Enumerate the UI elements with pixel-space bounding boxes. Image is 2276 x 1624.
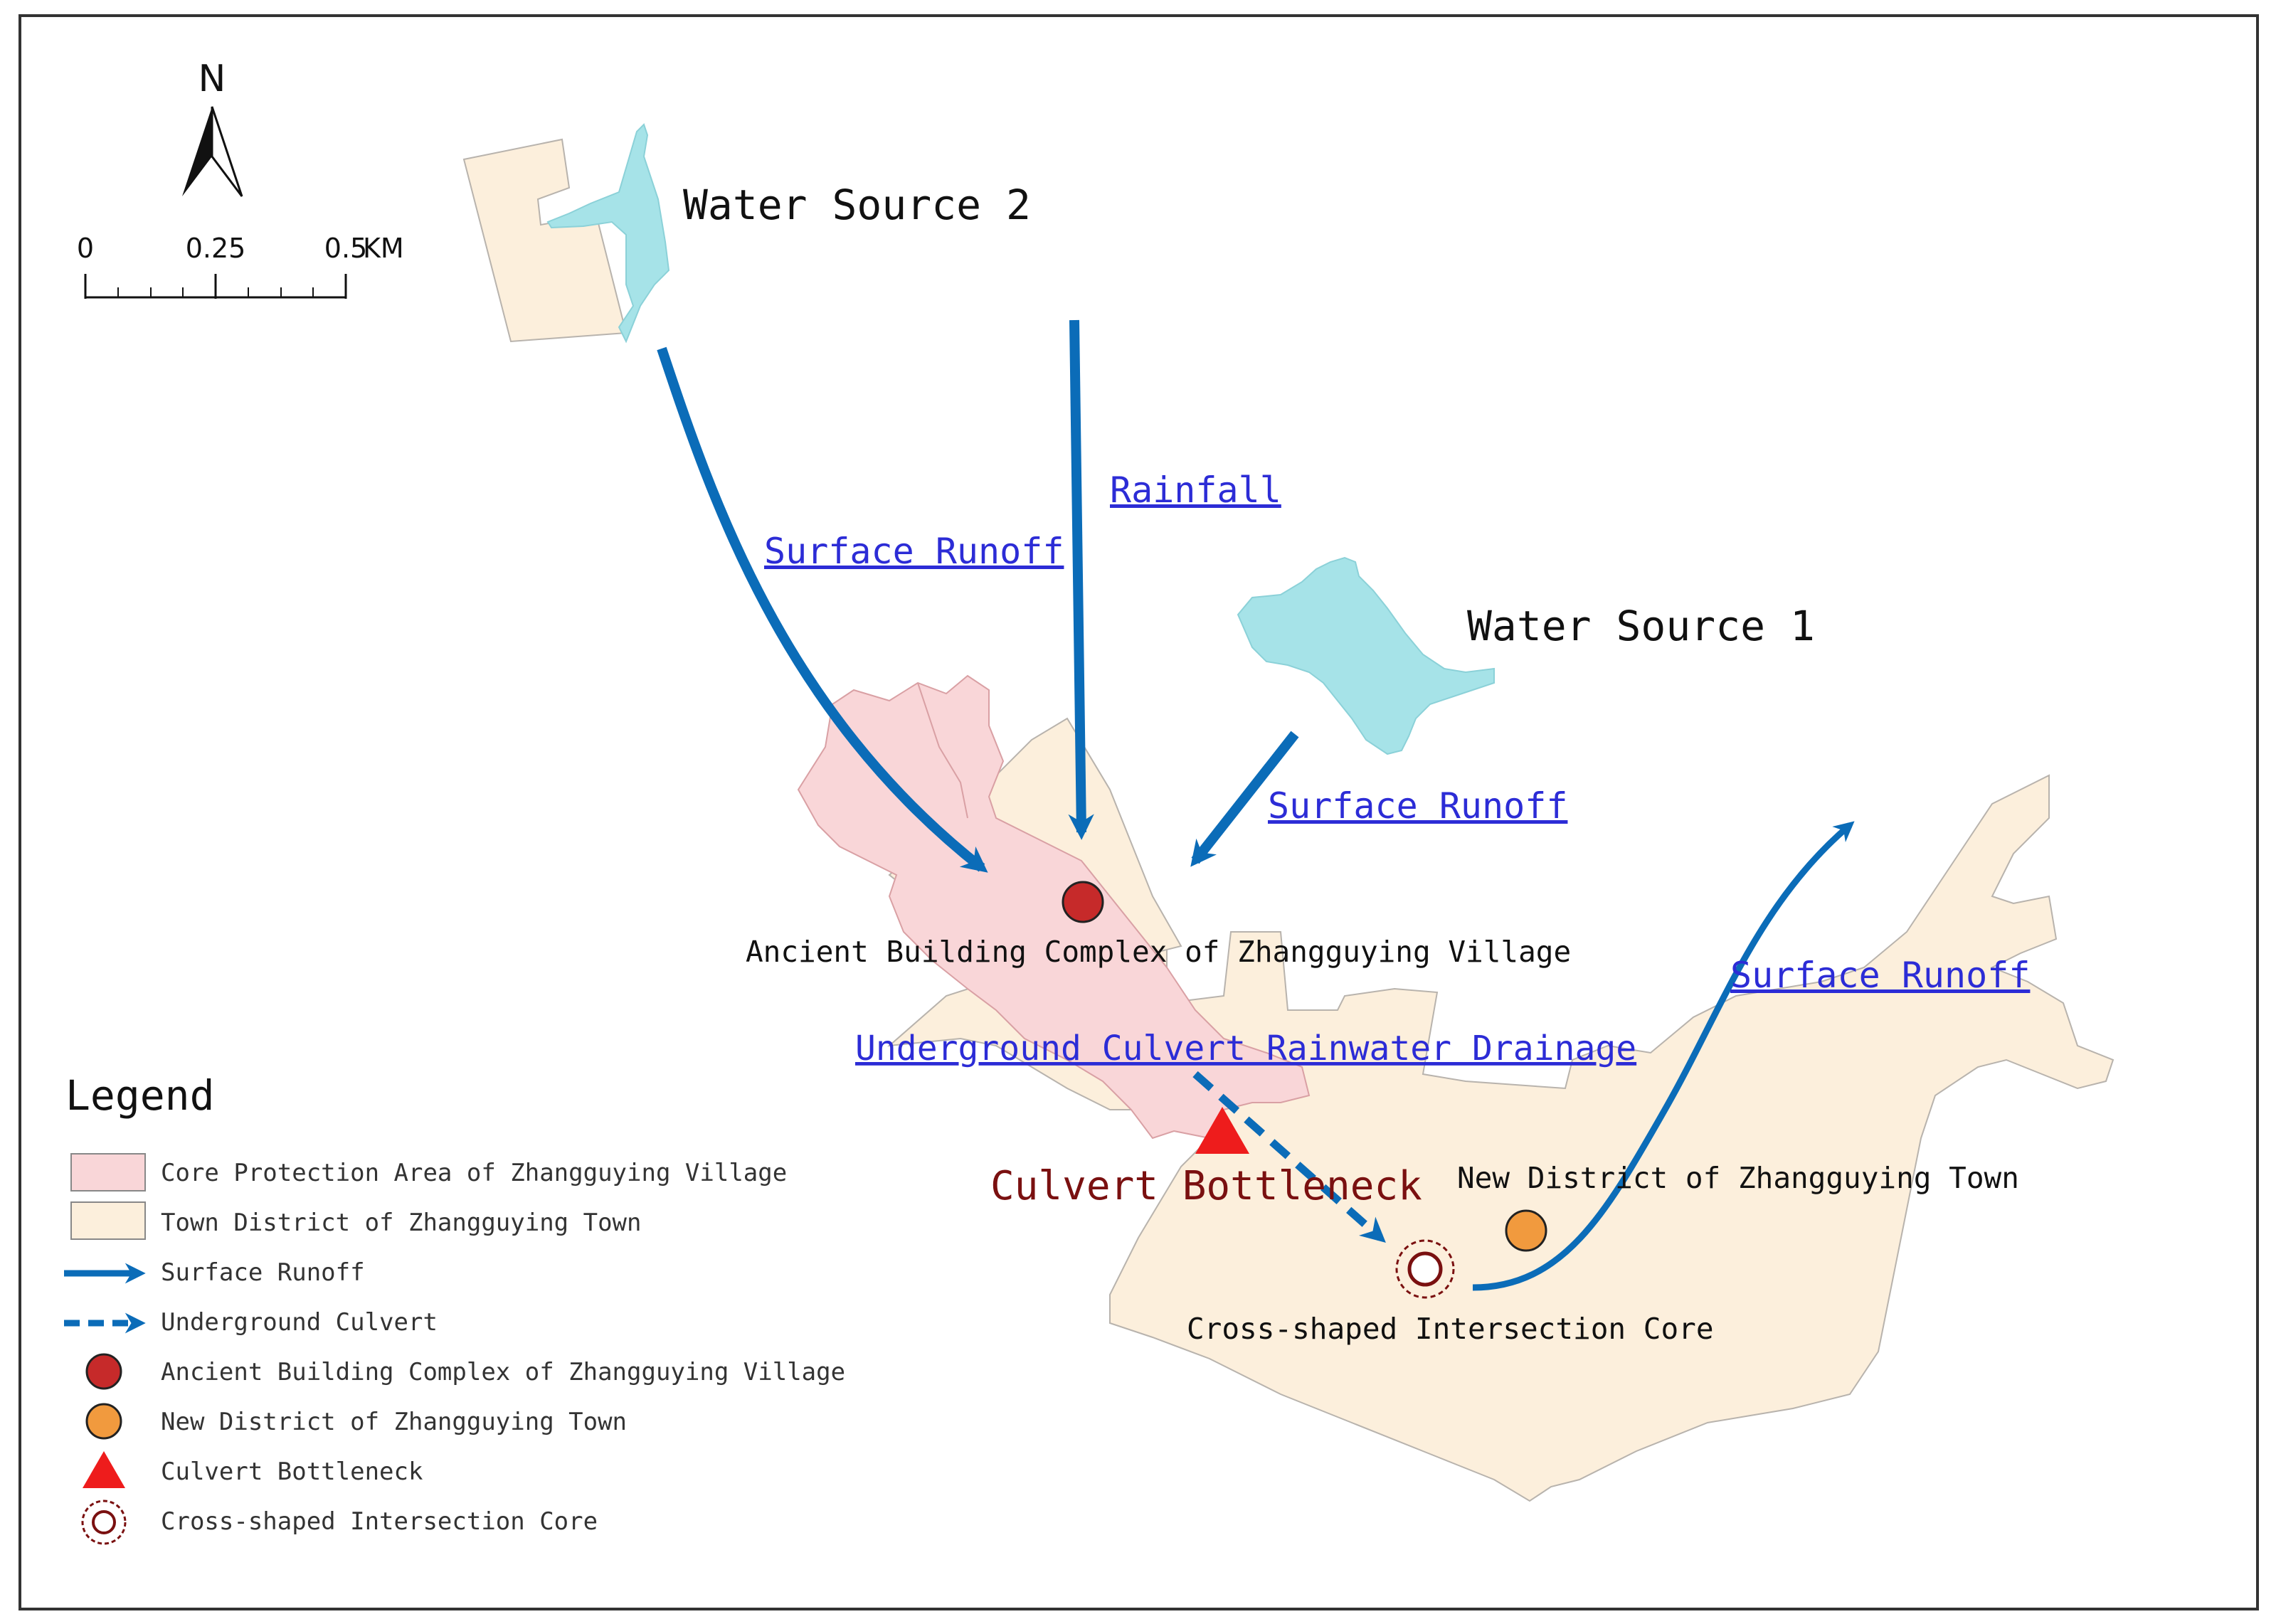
scale-bar: 0 0.25 0.5 KM bbox=[77, 233, 404, 299]
marker-cross-shaped-core bbox=[1395, 1239, 1455, 1299]
scale-tick-0: 0 bbox=[77, 233, 94, 264]
legend-symbol-cross-core bbox=[81, 1500, 127, 1545]
label-rainfall[interactable]: Rainfall bbox=[1110, 469, 1281, 511]
label-surface-runoff-ne[interactable]: Surface Runoff bbox=[1268, 785, 1567, 827]
marker-new-district bbox=[1505, 1209, 1547, 1252]
scale-unit: KM bbox=[363, 233, 404, 264]
north-arrow: N bbox=[182, 58, 243, 197]
label-ancient-building-complex: Ancient Building Complex of Zhangguying … bbox=[746, 935, 1571, 969]
label-new-district: New District of Zhangguying Town bbox=[1457, 1161, 2019, 1195]
scale-tick-1: 0.25 bbox=[186, 233, 246, 264]
legend: Legend Core Protection Area of Zhangguyi… bbox=[64, 1071, 845, 1545]
arrow-rainfall bbox=[1068, 319, 1094, 840]
north-letter: N bbox=[199, 58, 226, 100]
legend-symbol-culvert-bottleneck bbox=[83, 1451, 125, 1488]
legend-label-cross-core: Cross-shaped Intersection Core bbox=[161, 1507, 598, 1536]
marker-ancient-building-complex bbox=[1062, 881, 1104, 923]
legend-label-underground-culvert: Underground Culvert bbox=[161, 1308, 438, 1337]
legend-label-town-district: Town District of Zhangguying Town bbox=[161, 1209, 642, 1237]
water-source-2-body bbox=[546, 123, 670, 344]
label-cross-shaped-core: Cross-shaped Intersection Core bbox=[1187, 1312, 1714, 1346]
label-underground-drainage[interactable]: Underground Culvert Rainwater Drainage bbox=[855, 1029, 1636, 1068]
legend-label-surface-runoff: Surface Runoff bbox=[161, 1258, 365, 1287]
legend-symbol-ancient-complex bbox=[85, 1353, 122, 1390]
legend-label-ancient-complex: Ancient Building Complex of Zhangguying … bbox=[161, 1358, 845, 1386]
scale-tick-2: 0.5 bbox=[324, 233, 367, 264]
label-water-source-1: Water Source 1 bbox=[1467, 602, 1815, 650]
legend-swatch-core-area bbox=[70, 1153, 146, 1192]
label-water-source-2: Water Source 2 bbox=[683, 181, 1031, 229]
arrow-runoff-from-source-1 bbox=[1190, 731, 1299, 867]
label-culvert-bottleneck: Culvert Bottleneck bbox=[990, 1163, 1422, 1209]
core-protection-area bbox=[797, 674, 1311, 1140]
label-surface-runoff-east[interactable]: Surface Runoff bbox=[1730, 955, 2030, 996]
legend-title: Legend bbox=[65, 1071, 215, 1120]
arrow-underground-culvert bbox=[1192, 1071, 1386, 1243]
legend-label-new-district: New District of Zhangguying Town bbox=[161, 1408, 627, 1436]
legend-swatch-town-district bbox=[70, 1201, 146, 1240]
legend-symbol-new-district bbox=[85, 1403, 122, 1440]
label-surface-runoff-nw[interactable]: Surface Runoff bbox=[764, 531, 1064, 572]
legend-label-culvert-bottleneck: Culvert Bottleneck bbox=[161, 1458, 423, 1486]
map-frame bbox=[18, 14, 2259, 1610]
town-district-area bbox=[886, 774, 2114, 1502]
arrow-runoff-east bbox=[1472, 821, 1855, 1291]
town-parcel-north bbox=[462, 138, 628, 343]
arrow-runoff-from-source-2 bbox=[657, 346, 988, 873]
legend-label-core-area: Core Protection Area of Zhangguying Vill… bbox=[161, 1159, 787, 1187]
core-inner-boundary bbox=[917, 682, 968, 819]
water-source-1-body bbox=[1237, 556, 1495, 755]
marker-culvert-bottleneck bbox=[1195, 1107, 1249, 1154]
